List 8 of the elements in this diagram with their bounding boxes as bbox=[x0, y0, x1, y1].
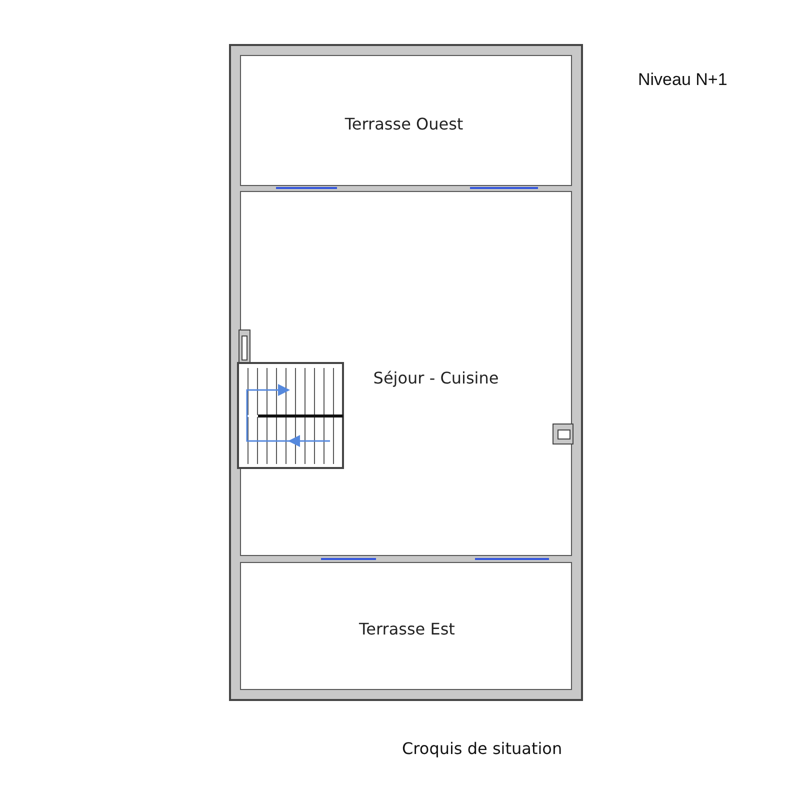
room-label: Terrasse Ouest bbox=[344, 114, 464, 134]
room bbox=[240, 562, 572, 690]
room bbox=[240, 191, 572, 556]
room-label: Terrasse Est bbox=[359, 620, 455, 638]
caption: Croquis de situation bbox=[402, 739, 562, 758]
room bbox=[240, 55, 572, 186]
level-title: Niveau N+1 bbox=[638, 70, 728, 90]
room-label: Séjour - Cuisine bbox=[373, 368, 499, 388]
